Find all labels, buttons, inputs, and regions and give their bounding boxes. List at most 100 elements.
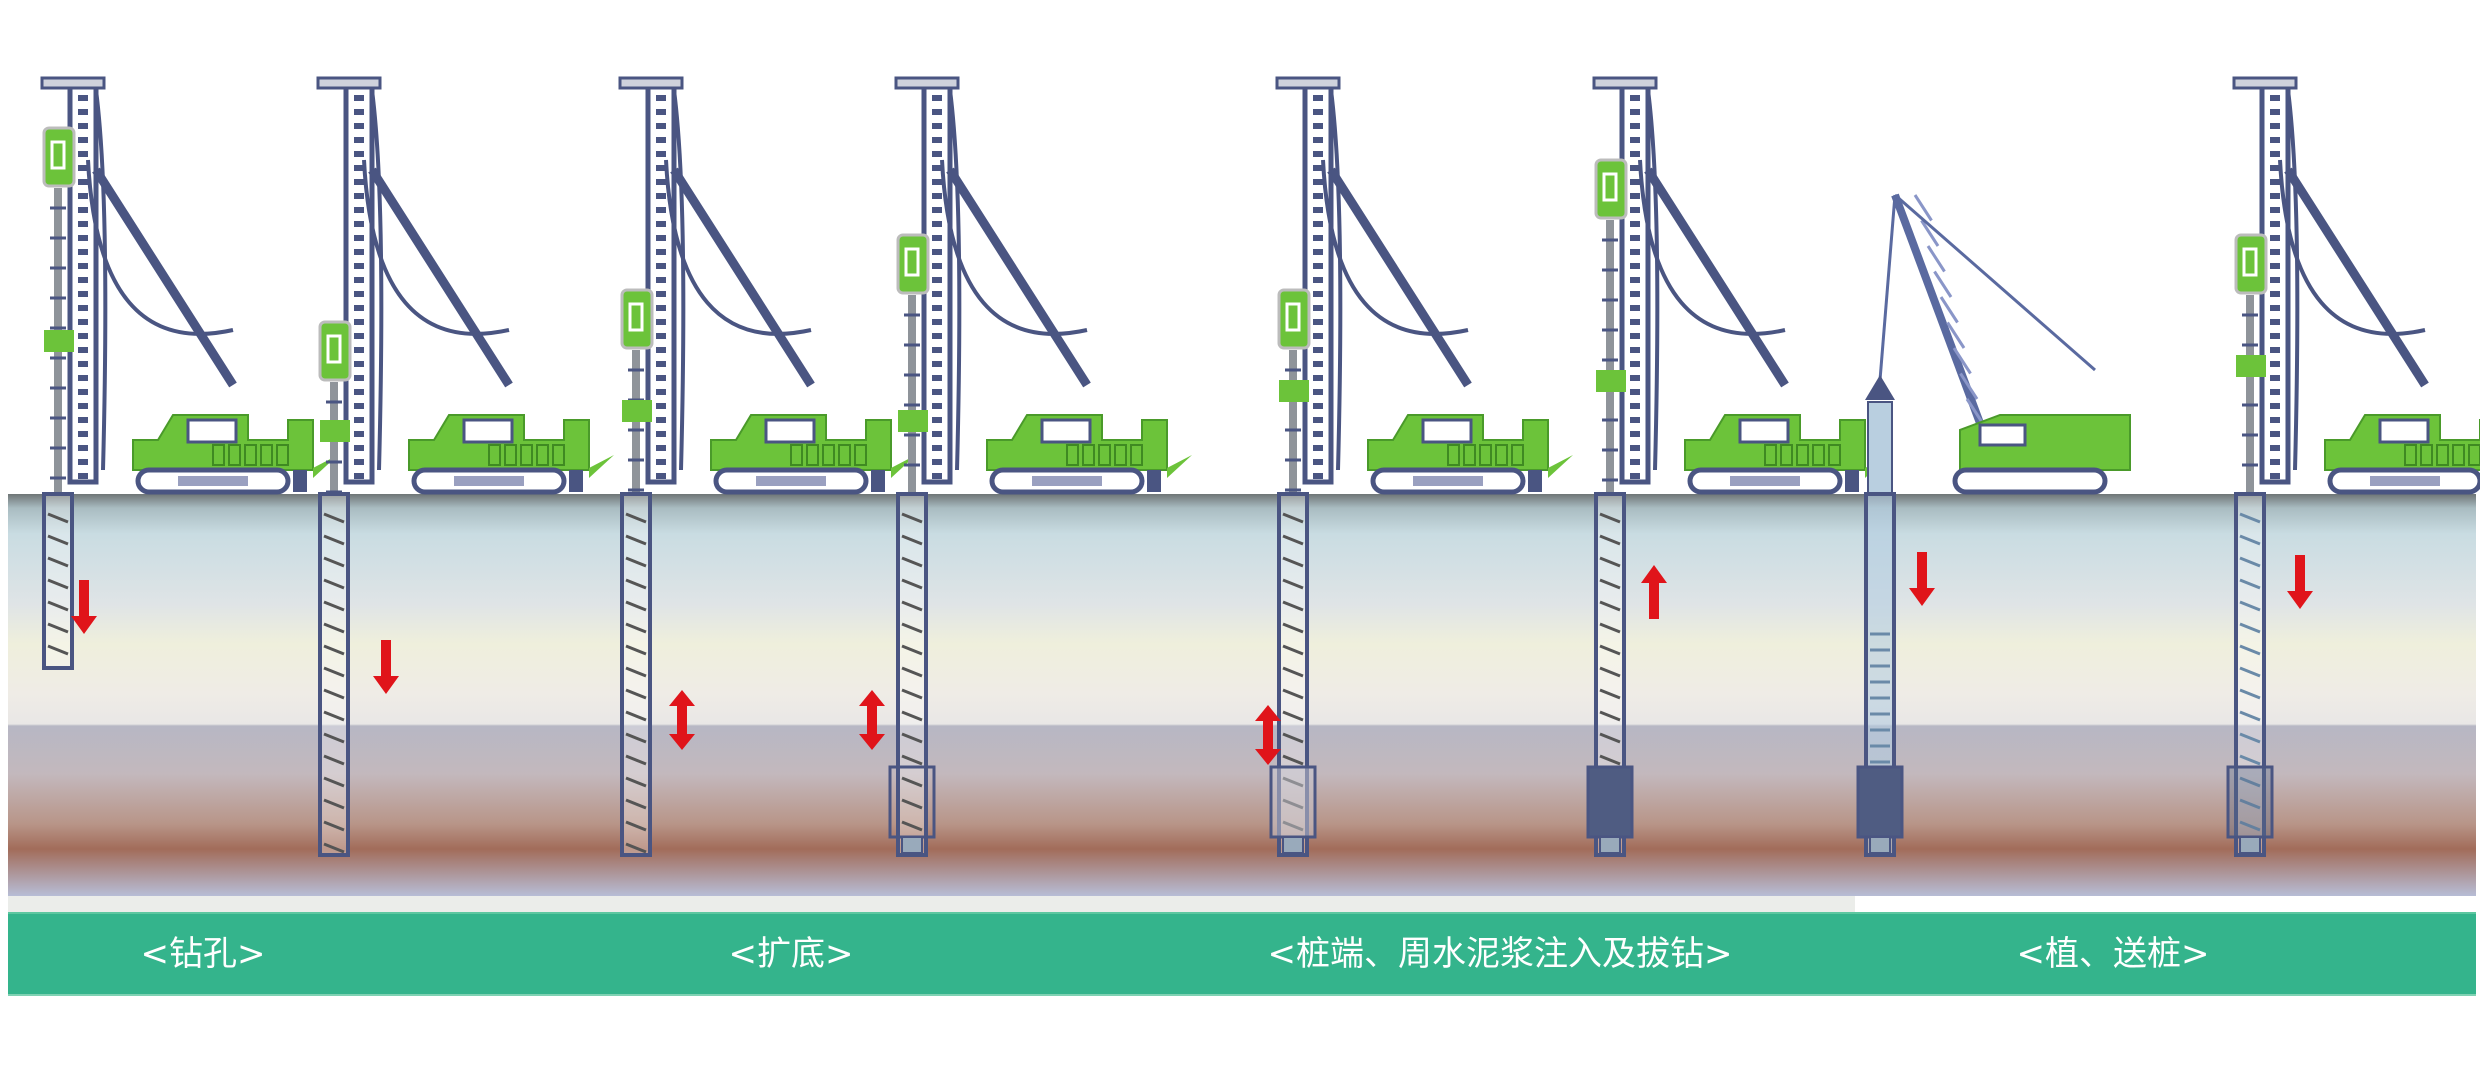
auger-flight: [625, 644, 647, 656]
mast-lattice: [354, 95, 364, 101]
stage-label-band: <钻孔> <扩底> <桩端、周水泥浆注入及拔钻> <植、送桩>: [8, 912, 2476, 996]
mast-lattice: [2270, 291, 2280, 297]
mast-lattice: [932, 109, 942, 115]
auger-flight: [323, 710, 345, 722]
arrow-head: [859, 690, 885, 706]
track-plate: [1730, 476, 1800, 486]
body-panel: [1511, 444, 1524, 466]
mast-lattice: [78, 207, 88, 213]
drill-motor: [42, 126, 76, 188]
drill-motor: [1594, 158, 1628, 220]
mast-lattice: [1630, 179, 1640, 185]
track-plate: [178, 476, 248, 486]
mast-lattice: [354, 151, 364, 157]
mast-lattice: [656, 137, 666, 143]
mast-lattice: [1313, 403, 1323, 409]
crane-cab: [1978, 423, 2027, 447]
mast-lattice: [1630, 389, 1640, 395]
auger-flight: [323, 754, 345, 766]
mast-lattice: [932, 459, 942, 465]
hoist-line: [1878, 194, 1897, 381]
rod-clamp: [44, 330, 74, 352]
mast-lattice: [78, 249, 88, 255]
auger-flight: [901, 512, 923, 524]
mast-lattice: [656, 109, 666, 115]
mast-lattice: [1313, 95, 1323, 101]
mast-lattice: [2270, 417, 2280, 423]
pile-segment: [2239, 666, 2261, 678]
auger-flight: [323, 666, 345, 678]
body-panel: [552, 444, 565, 466]
mast-lattice: [932, 95, 942, 101]
body-panel: [806, 444, 819, 466]
mast-lattice: [1313, 291, 1323, 297]
pile-segment: [2239, 798, 2261, 810]
auger-flight: [625, 842, 647, 854]
enlarged-base: [1269, 765, 1317, 839]
red-arrow-both: [669, 690, 695, 750]
mast-lattice: [2270, 319, 2280, 325]
base-tip: [1282, 836, 1304, 854]
mast-lattice: [2270, 445, 2280, 451]
crawler-crane: [1856, 193, 2131, 857]
auger-flight: [1282, 666, 1304, 678]
body-panel: [1098, 444, 1111, 466]
mast-lattice: [1630, 263, 1640, 269]
base-tip: [901, 836, 923, 854]
auger-flight: [901, 666, 923, 678]
auger-flight: [323, 732, 345, 744]
body-panel: [1130, 444, 1143, 466]
mast-lattice: [656, 417, 666, 423]
mast-lattice: [1630, 459, 1640, 465]
mast-lattice: [656, 221, 666, 227]
mast-lattice: [1630, 445, 1640, 451]
boom-lattice: [1920, 219, 1940, 247]
body-panel: [536, 444, 549, 466]
mast-lattice: [1630, 473, 1640, 479]
mast-lattice: [656, 277, 666, 283]
mast-lattice: [1630, 137, 1640, 143]
mast-lattice: [1630, 291, 1640, 297]
auger-flight: [1282, 556, 1304, 568]
mast-lattice: [354, 445, 364, 451]
mast-lattice: [656, 95, 666, 101]
mast-lattice: [932, 137, 942, 143]
mast-lattice: [1313, 193, 1323, 199]
mast-lattice: [932, 291, 942, 297]
rod-clamp: [898, 410, 928, 432]
outrigger: [1167, 455, 1192, 478]
mast-lattice: [2270, 361, 2280, 367]
mast-lattice: [1630, 305, 1640, 311]
body-panel: [260, 444, 273, 466]
pile-segment: [2239, 710, 2261, 722]
mast-lattice: [354, 403, 364, 409]
mast-lattice: [932, 305, 942, 311]
track-plate: [756, 476, 826, 486]
auger-flight: [901, 556, 923, 568]
cab-window: [1421, 418, 1473, 444]
auger-flight: [625, 820, 647, 832]
pile-driving-rig: [859, 76, 1192, 857]
mast-lattice: [78, 319, 88, 325]
pile-segment: [2239, 512, 2261, 524]
mast-lattice: [354, 235, 364, 241]
mast-lattice: [354, 193, 364, 199]
auger-flight: [1282, 534, 1304, 546]
mast-lattice: [78, 347, 88, 353]
mast-lattice: [932, 179, 942, 185]
arrow-head: [71, 616, 97, 634]
mast-lattice: [656, 249, 666, 255]
auger-flight: [901, 600, 923, 612]
mast-lattice: [354, 109, 364, 115]
hydraulic-hose: [362, 159, 510, 336]
body-panel: [212, 444, 225, 466]
mast-head: [316, 76, 382, 90]
mast-lattice: [354, 333, 364, 339]
mast-lattice: [1313, 249, 1323, 255]
arrow-shaft: [381, 640, 391, 678]
auger-flight: [1282, 600, 1304, 612]
boom-lattice: [1952, 347, 1972, 375]
drill-motor: [1277, 288, 1311, 350]
stage-label-grout-and-withdraw: <桩端、周水泥浆注入及拔钻>: [1267, 934, 1733, 974]
mast-lattice: [656, 333, 666, 339]
